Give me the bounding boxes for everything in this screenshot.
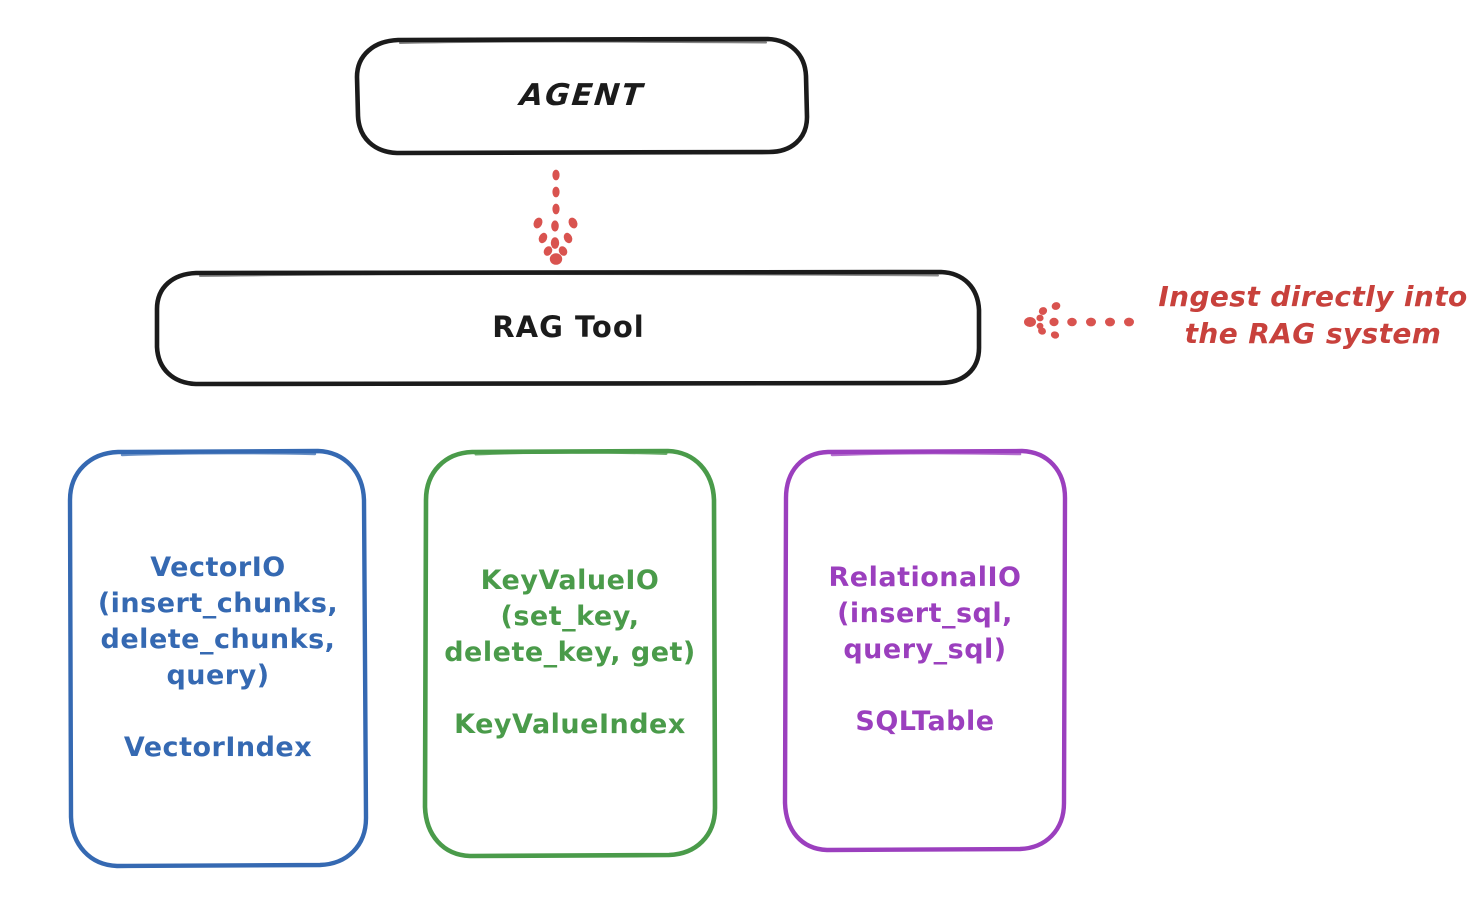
relationalio-box-outline [782,448,1068,853]
vectorio-box-outline [67,448,369,869]
rag-tool-box-outline [154,269,982,387]
agent-node[interactable]: AGENT [356,38,808,153]
keyvalueio-node-label: KeyValueIO (set_key, delete_key, get) Ke… [444,565,696,740]
keyvalueio-node[interactable]: KeyValueIO (set_key, delete_key, get) Ke… [425,450,715,856]
vectorio-node-label: VectorIO (insert_chunks, delete_chunks, … [97,552,339,763]
ingest-annotation-label: Ingest directly into the RAG system [1158,280,1468,350]
ingest-note-connector [1024,302,1134,339]
relationalio-node-label: RelationalIO (insert_sql, query_sql) SQL… [828,562,1022,737]
agent-box-outline [354,36,810,156]
vectorio-node[interactable]: VectorIO (insert_chunks, delete_chunks, … [70,450,366,866]
rag-tool-node-label: RAG Tool [492,309,645,344]
relationalio-node[interactable]: RelationalIO (insert_sql, query_sql) SQL… [785,450,1065,850]
agent-node-label: AGENT [518,78,646,113]
keyvalueio-box-outline [422,448,718,859]
agent-to-rag-connector [533,169,578,265]
rag-tool-node[interactable]: RAG Tool [157,271,980,384]
